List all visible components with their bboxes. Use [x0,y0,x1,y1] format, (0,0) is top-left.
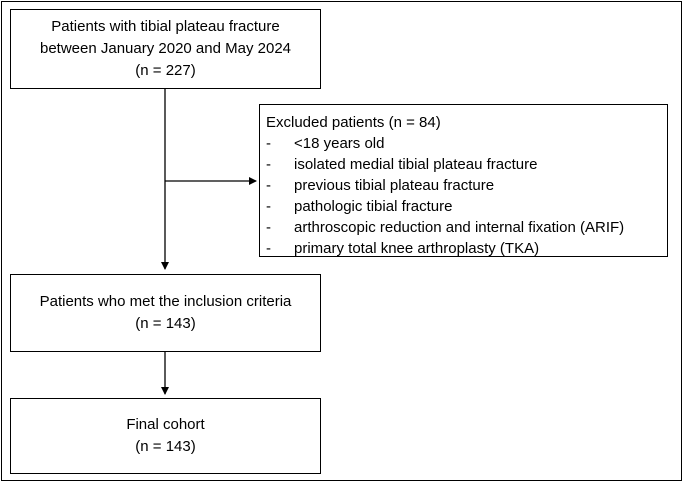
excluded-item-text: previous tibial plateau fracture [294,177,495,194]
box-inclusion-criteria: Patients who met the inclusion criteria … [10,274,321,352]
box-initial-line-3: (n = 227) [135,62,196,79]
excluded-bullet: - [266,156,271,173]
box-excluded-patients: Excluded patients (n = 84) - <18 years ol… [259,104,668,257]
box-initial-line-1: Patients with tibial plateau fracture [51,18,280,35]
excluded-item-text: primary total knee arthroplasty (TKA) [294,240,540,257]
excluded-bullet: - [266,198,271,215]
excluded-bullet: - [266,219,271,236]
excluded-item-text: <18 years old [294,135,385,152]
excluded-item: - previous tibial plateau fracture [266,175,667,196]
excluded-bullet: - [266,135,271,152]
excluded-item: - primary total knee arthroplasty (TKA) [266,238,667,259]
excluded-item-text: isolated medial tibial plateau fracture [294,156,538,173]
excluded-item: - <18 years old [266,133,667,154]
box-inclusion-line-1: Patients who met the inclusion criteria [39,293,292,310]
excluded-item: - isolated medial tibial plateau fracture [266,154,667,175]
excluded-bullet: - [266,177,271,194]
excluded-item: - pathologic tibial fracture [266,196,667,217]
excluded-title: Excluded patients (n = 84) [266,114,441,131]
box-final-line-2: (n = 143) [135,438,196,455]
excluded-item-text: arthroscopic reduction and internal fixa… [294,219,625,236]
box-final-line-1: Final cohort [126,416,205,433]
excluded-item: - arthroscopic reduction and internal fix… [266,217,667,238]
excluded-item-text: pathologic tibial fracture [294,198,453,215]
box-initial-line-2: between January 2020 and May 2024 [39,40,291,57]
box-final-cohort: Final cohort (n = 143) [10,398,321,474]
box-inclusion-line-2: (n = 143) [135,315,196,332]
box-initial-patients: Patients with tibial plateau fracture be… [10,9,321,89]
excluded-list: - <18 years old - isolated medial tibial p… [266,133,667,259]
excluded-bullet: - [266,240,271,257]
